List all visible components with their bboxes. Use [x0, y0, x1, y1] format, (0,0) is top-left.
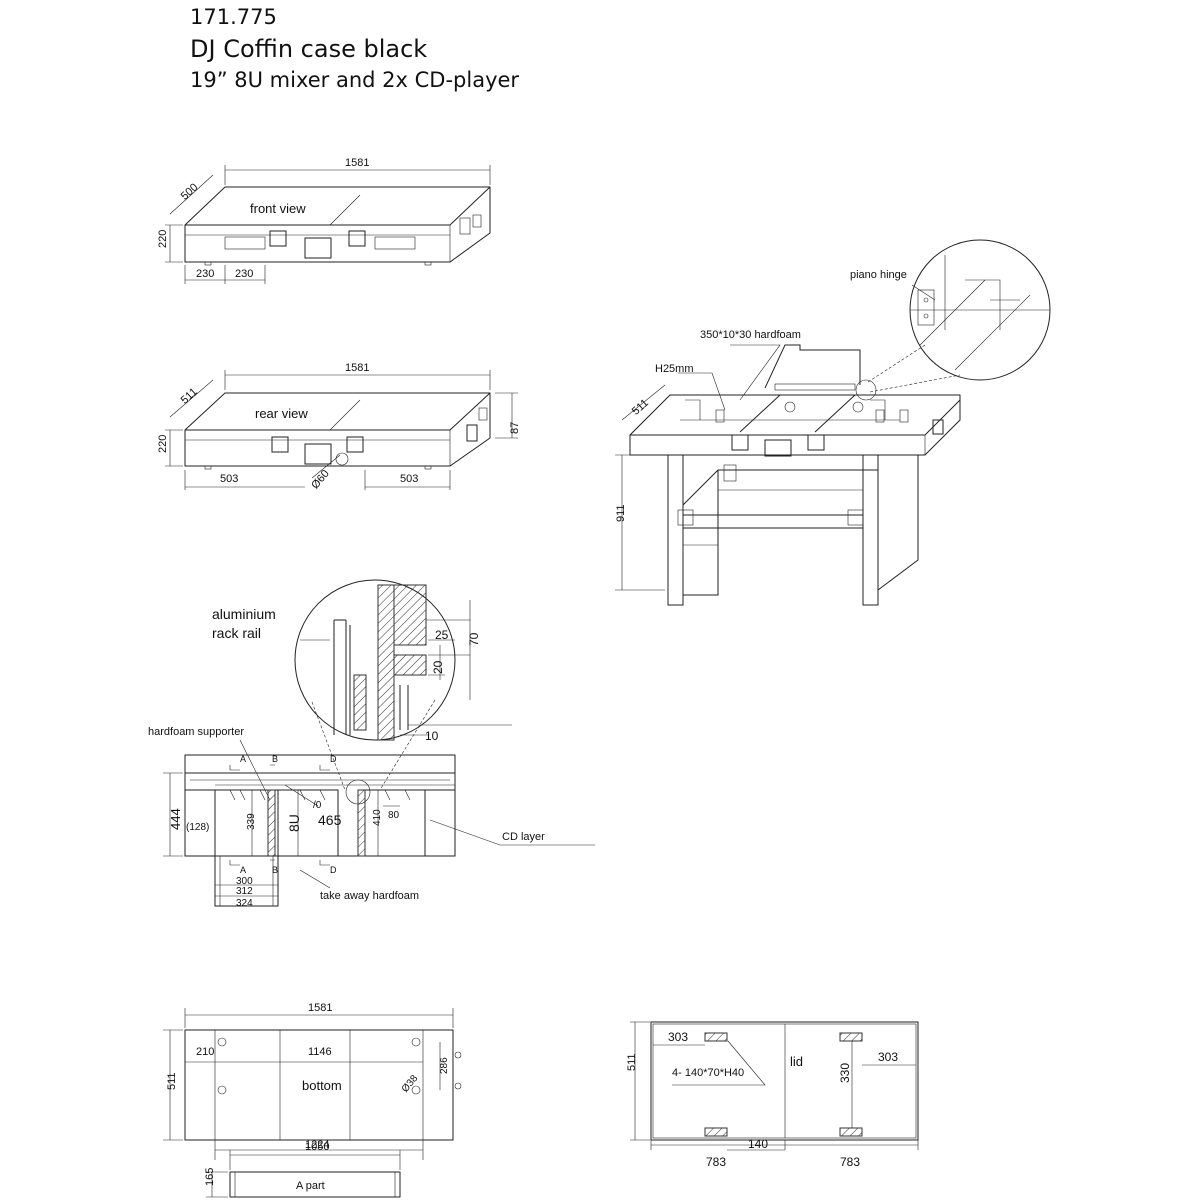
rear-depth-dim: 511 [179, 386, 200, 407]
lid-330-dim: 330 [838, 1063, 852, 1083]
rear-right-503-dim: 503 [400, 473, 418, 485]
bottom-label: bottom [302, 1078, 342, 1093]
perspective-height-dim: 911 [615, 504, 627, 522]
lid-303-right-dim: 303 [878, 1050, 898, 1064]
rear-view-label: rear view [255, 406, 308, 421]
section-324-dim: 324 [236, 898, 253, 909]
cd-layer-label: CD layer [502, 831, 545, 843]
front-height-dim: 220 [157, 230, 169, 248]
cut-a-top: A [240, 754, 246, 764]
rear-height-dim: 220 [157, 435, 169, 453]
product-description: 19” 8U mixer and 2x CD-player [190, 68, 520, 92]
bottom-view-drawing [163, 1008, 462, 1160]
rear-left-503-dim: 503 [220, 473, 238, 485]
section-339-dim: 339 [246, 813, 257, 830]
lid-783-right-dim: 783 [840, 1155, 860, 1169]
apart-label: A part [296, 1180, 325, 1192]
section-80-dim: 80 [388, 810, 400, 821]
product-code: 171.775 [190, 5, 277, 29]
piano-hinge-label: piano hinge [850, 269, 907, 281]
lid-511-dim: 511 [626, 1053, 638, 1071]
rail-label-2: rack rail [212, 625, 261, 641]
cut-d-bottom: D [330, 865, 337, 875]
bottom-hole-dim: Ø38 [400, 1073, 421, 1095]
bottom-210-dim: 210 [196, 1046, 214, 1058]
section-drawing [163, 739, 595, 907]
section-312-dim: 312 [236, 886, 253, 897]
hardfoam-label: 350*10*30 hardfoam [700, 329, 801, 341]
lid-feet-label: 4- 140*70*H40 [672, 1067, 744, 1079]
bottom-1224-dim: 1224 [305, 1139, 329, 1151]
section-444-dim: 444 [168, 808, 183, 830]
rear-hole-dim: Ø60 [309, 468, 332, 492]
cut-d-top: D [330, 754, 337, 764]
front-depth-dim: 500 [179, 181, 201, 202]
apart-165-dim: 165 [204, 1168, 216, 1186]
section-128-dim: (128) [186, 822, 209, 833]
rear-length-dim: 1581 [345, 362, 369, 374]
perspective-drawing [615, 239, 1051, 606]
lid-view-drawing [630, 1021, 919, 1151]
rail-label-1: aluminium [212, 606, 276, 622]
h25-label: H25mm [655, 363, 694, 375]
section-300-dim: 300 [236, 876, 253, 887]
front-view-label: front view [250, 201, 306, 216]
front-w2-dim: 230 [235, 268, 253, 280]
lid-783-left-dim: 783 [706, 1155, 726, 1169]
rail-detail-drawing [294, 579, 512, 791]
bottom-286-dim: 286 [439, 1057, 450, 1074]
rear-view-drawing [165, 370, 518, 490]
lid-140-dim: 140 [748, 1137, 768, 1151]
bottom-1146-dim: 1146 [308, 1046, 332, 1058]
lid-303-left-dim: 303 [668, 1030, 688, 1044]
cut-b-top: B [272, 754, 278, 764]
bottom-length-dim: 1581 [308, 1002, 332, 1014]
front-w1-dim: 230 [196, 268, 214, 280]
bottom-depth-dim: 511 [166, 1072, 178, 1090]
take-away-label: take away hardfoam [320, 890, 419, 902]
section-410-dim: 410 [372, 809, 383, 826]
front-length-dim: 1581 [345, 157, 369, 169]
front-view-drawing [165, 165, 491, 284]
detail-10-dim: 10 [425, 729, 439, 743]
section-8u-label: 8U [286, 814, 302, 832]
apart-1050-dim: 1050 [305, 1141, 329, 1153]
detail-25-dim: 25 [435, 628, 449, 642]
rear-right-dim: 87 [509, 422, 521, 434]
cut-a-bottom: A [240, 865, 246, 875]
supporter-label: hardfoam supporter [148, 726, 244, 738]
detail-20-dim: 20 [431, 660, 445, 674]
lid-label: lid [790, 1054, 803, 1069]
cut-b-bottom: B [272, 865, 278, 875]
product-name: DJ Coffin case black [190, 35, 428, 63]
perspective-depth-dim: 511 [630, 397, 651, 418]
section-radius-label: /0 [313, 800, 322, 811]
a-part-drawing [206, 1150, 401, 1198]
detail-70-dim: 70 [467, 632, 481, 646]
section-465-dim: 465 [318, 812, 342, 828]
